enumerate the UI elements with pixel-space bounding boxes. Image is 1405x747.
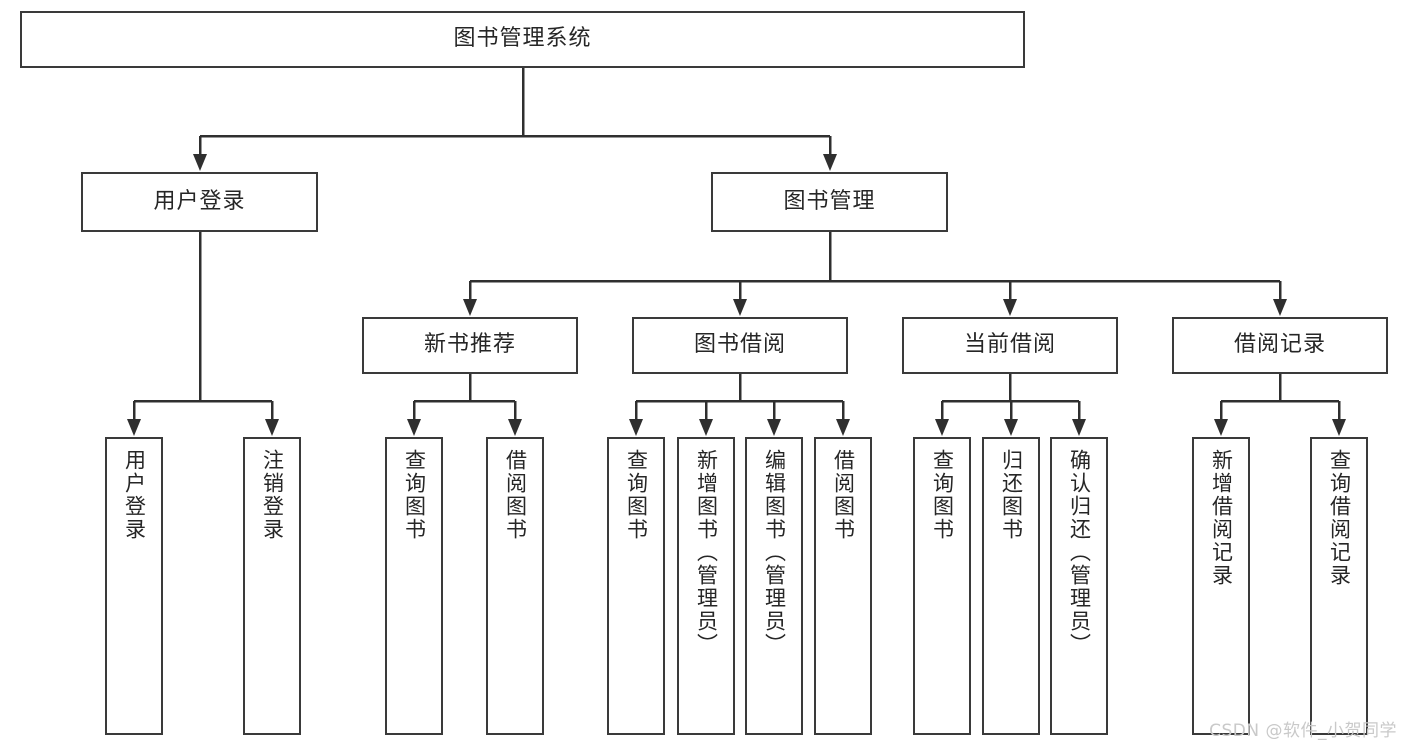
- node-login: 用户登录: [81, 172, 318, 232]
- node-leaf4: 借阅图书: [486, 437, 544, 735]
- node-leaf10: 归还图书: [982, 437, 1040, 735]
- node-label: 借阅图书: [503, 449, 528, 541]
- node-label: 编辑图书（管理员）: [762, 449, 787, 656]
- node-current: 当前借阅: [902, 317, 1118, 374]
- node-leaf6: 新增图书（管理员）: [677, 437, 735, 735]
- watermark: CSDN @软件_小贺同学: [1209, 721, 1397, 741]
- node-records: 借阅记录: [1172, 317, 1388, 374]
- node-label: 当前借阅: [963, 332, 1056, 358]
- node-label: 查询借阅记录: [1327, 449, 1352, 587]
- node-label: 确认归还（管理员）: [1067, 449, 1092, 656]
- node-bookmgmt: 图书管理: [711, 172, 948, 232]
- node-leaf2: 注销登录: [243, 437, 301, 735]
- node-label: 图书管理: [783, 188, 876, 214]
- node-label: 新增借阅记录: [1209, 449, 1234, 587]
- node-leaf13: 查询借阅记录: [1310, 437, 1368, 735]
- node-leaf3: 查询图书: [385, 437, 443, 735]
- node-leaf8: 借阅图书: [814, 437, 872, 735]
- node-label: 借阅记录: [1233, 332, 1326, 358]
- node-label: 借阅图书: [831, 449, 856, 541]
- node-label: 图书借阅: [693, 332, 786, 358]
- node-label: 查询图书: [930, 449, 955, 541]
- node-leaf5: 查询图书: [607, 437, 665, 735]
- node-label: 用户登录: [122, 449, 147, 541]
- node-leaf11: 确认归还（管理员）: [1050, 437, 1108, 735]
- node-leaf12: 新增借阅记录: [1192, 437, 1250, 735]
- node-root: 图书管理系统: [20, 11, 1025, 68]
- node-label: 用户登录: [153, 188, 246, 214]
- node-leaf1: 用户登录: [105, 437, 163, 735]
- node-label: 新增图书（管理员）: [694, 449, 719, 656]
- node-leaf7: 编辑图书（管理员）: [745, 437, 803, 735]
- node-label: 归还图书: [999, 449, 1024, 541]
- node-leaf9: 查询图书: [913, 437, 971, 735]
- node-label: 新书推荐: [423, 332, 516, 358]
- node-newbook: 新书推荐: [362, 317, 578, 374]
- node-label: 注销登录: [260, 449, 285, 541]
- node-label: 查询图书: [402, 449, 427, 541]
- node-borrow: 图书借阅: [632, 317, 848, 374]
- node-label: 查询图书: [624, 449, 649, 541]
- node-label: 图书管理系统: [453, 26, 592, 52]
